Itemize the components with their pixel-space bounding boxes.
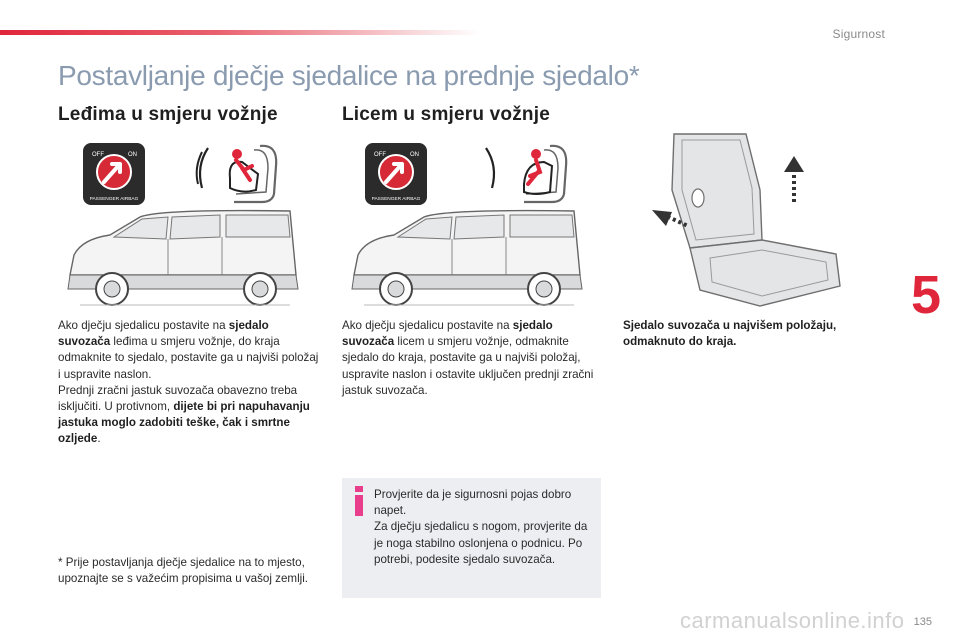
text-run: licem u smjeru vožnje, odmaknite sjedalo… [342,335,594,397]
airbag-off-text: OFF [374,152,386,158]
bold-run: sjedalo suvozača [58,319,269,349]
text-run: . [97,432,101,446]
info-text: Provjerite da je sigurnosni pojas dobro … [374,487,594,568]
text-run: Ako dječju sjedalicu postavite na [342,319,513,332]
rear-facing-instructions: Ako dječju sjedalicu postavite na sjedal… [58,318,320,448]
forward-facing-child-seat-illustration [485,144,568,204]
airbag-off-text: OFF [92,152,104,158]
watermark: carmanualsonline.info [680,608,905,633]
bold-run: sjedalo suvozača [342,319,553,349]
text-run: Ako dječju sjedalicu postavite na [58,319,229,332]
chapter-number: 5 [910,265,942,325]
info-line: Provjerite da je sigurnosni pojas dobro … [374,488,572,518]
airbag-label-text: PASSENGER AIRBAG [372,196,421,202]
airbag-on-text: ON [410,152,419,158]
info-box: Provjerite da je sigurnosni pojas dobro … [342,478,601,598]
header-accent-bar [0,30,480,35]
info-line: Za dječju sjedalicu s nogom, provjerite … [374,520,588,566]
passenger-seat-illustration [652,133,841,307]
airbag-off-pictogram-left: OFF ON PASSENGER AIRBAG [83,143,145,205]
heading-forward-facing: Licem u smjeru vožnje [342,104,550,125]
airbag-on-text: ON [128,152,137,158]
page-title: Postavljanje dječje sjedalice na prednje… [58,60,640,91]
warning-bold-run: dijete bi pri napuhavanju jastuka moglo … [58,400,310,446]
forward-facing-instructions: Ako dječju sjedalicu postavite na sjedal… [342,318,604,399]
van-illustration-left [67,209,299,306]
text-run: leđima u smjeru vožnje, do kraja odmakni… [58,335,319,381]
text-run: Prednji zračni jastuk suvozača obavezno … [58,383,298,414]
airbag-on-pictogram-middle: OFF ON PASSENGER AIRBAG [365,143,427,205]
airbag-label-text: PASSENGER AIRBAG [90,196,139,202]
info-icon [355,486,363,516]
page-number: 135 [913,616,932,628]
seat-position-caption: Sjedalo suvozača u najvišem položaju, od… [623,319,837,349]
section-label: Sigurnost [832,27,885,41]
footnote: * Prije postavljanja dječje sjedalice na… [58,556,309,586]
rear-facing-child-seat-illustration [195,144,278,204]
heading-rear-facing: Leđima u smjeru vožnje [58,104,278,125]
van-illustration-middle [351,209,583,306]
